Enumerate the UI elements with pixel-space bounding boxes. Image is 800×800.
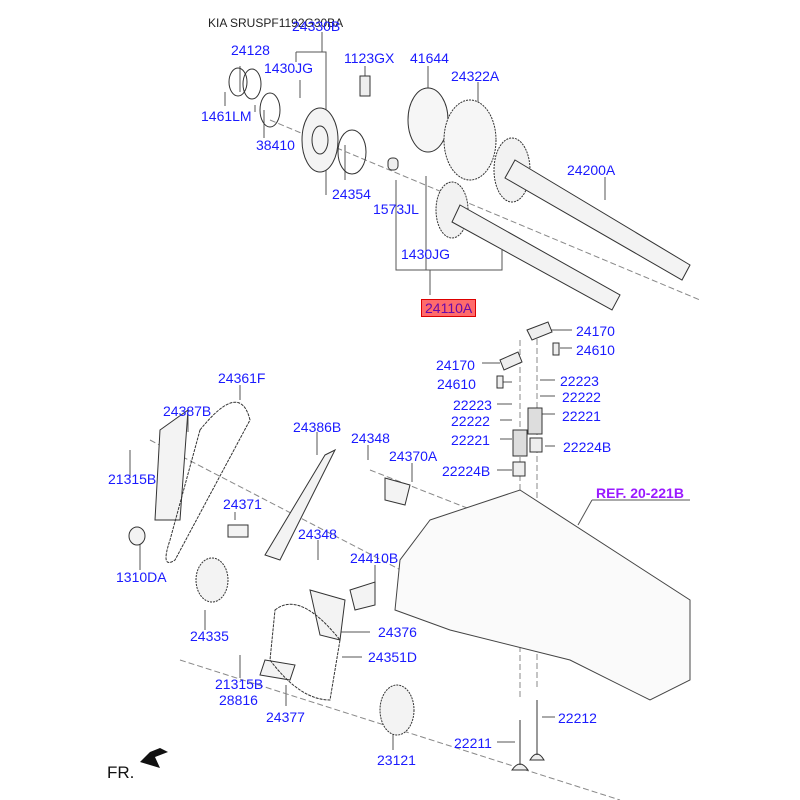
part-label-1430JG-2[interactable]: 1430JG	[401, 246, 451, 262]
part-label-22221-2[interactable]: 22221	[451, 432, 490, 448]
part-label-1573JL[interactable]: 1573JL	[373, 201, 419, 217]
part-label-22222-2[interactable]: 22222	[451, 413, 490, 429]
part-label-24351D[interactable]: 24351D	[368, 649, 418, 665]
part-label-22224B-2[interactable]: 22224B	[442, 463, 491, 479]
part-label-24361F[interactable]: 24361F	[218, 370, 266, 386]
part-label-1461LM[interactable]: 1461LM	[201, 108, 252, 124]
part-label-22212[interactable]: 22212	[558, 710, 597, 726]
part-label-24610[interactable]: 24610	[576, 342, 615, 358]
part-label-22222[interactable]: 22222	[562, 389, 601, 405]
part-label-24387B[interactable]: 24387B	[163, 403, 212, 419]
part-label-24110A-selected[interactable]: 24110A	[421, 299, 477, 317]
diagram-title: KIA SRUSPF1192G30BA	[208, 16, 344, 30]
part-label-24410B[interactable]: 24410B	[350, 550, 399, 566]
part-label-24335[interactable]: 24335	[190, 628, 229, 644]
timing-chain-parts	[128, 401, 415, 736]
part-label-22224B[interactable]: 22224B	[563, 439, 612, 455]
part-label-24377[interactable]: 24377	[266, 709, 305, 725]
part-label-24348-2[interactable]: 24348	[298, 526, 337, 542]
part-label-28816[interactable]: 28816	[219, 692, 258, 708]
ref-link-20-221B[interactable]: REF. 20-221B	[596, 485, 684, 501]
valve-train	[496, 321, 560, 771]
part-label-24354[interactable]: 24354	[332, 186, 371, 202]
part-label-22223-2[interactable]: 22223	[453, 397, 492, 413]
part-label-24170-2[interactable]: 24170	[436, 357, 475, 373]
part-label-24376[interactable]: 24376	[378, 624, 417, 640]
part-label-41644[interactable]: 41644	[410, 50, 449, 66]
cylinder-head	[394, 489, 691, 701]
part-label-1123GX[interactable]: 1123GX	[344, 50, 395, 66]
part-label-22223[interactable]: 22223	[560, 373, 599, 389]
part-label-1430JG[interactable]: 1430JG	[264, 60, 314, 76]
part-label-24170[interactable]: 24170	[576, 323, 615, 339]
part-label-24370A[interactable]: 24370A	[389, 448, 438, 464]
part-label-22211[interactable]: 22211	[454, 735, 492, 751]
part-label-24322A[interactable]: 24322A	[451, 68, 500, 84]
part-label-24371[interactable]: 24371	[223, 496, 262, 512]
part-label-24386B[interactable]: 24386B	[293, 419, 342, 435]
part-label-23121[interactable]: 23121	[377, 752, 416, 768]
camshafts	[451, 159, 691, 311]
part-label-21315B-2[interactable]: 21315B	[215, 676, 264, 692]
part-label-22221[interactable]: 22221	[562, 408, 601, 424]
part-label-38410[interactable]: 38410	[256, 137, 295, 153]
part-label-24330B[interactable]: 24330B	[292, 18, 341, 34]
part-label-24200A[interactable]: 24200A	[567, 162, 616, 178]
part-label-1310DA[interactable]: 1310DA	[116, 569, 167, 585]
part-label-24348[interactable]: 24348	[351, 430, 390, 446]
part-label-24128[interactable]: 24128	[231, 42, 270, 58]
part-label-24610-2[interactable]: 24610	[437, 376, 476, 392]
front-direction-label: FR.	[107, 763, 135, 782]
front-arrow-icon	[140, 748, 168, 768]
part-label-21315B[interactable]: 21315B	[108, 471, 157, 487]
camshaft-sprocket-gears	[228, 67, 531, 239]
